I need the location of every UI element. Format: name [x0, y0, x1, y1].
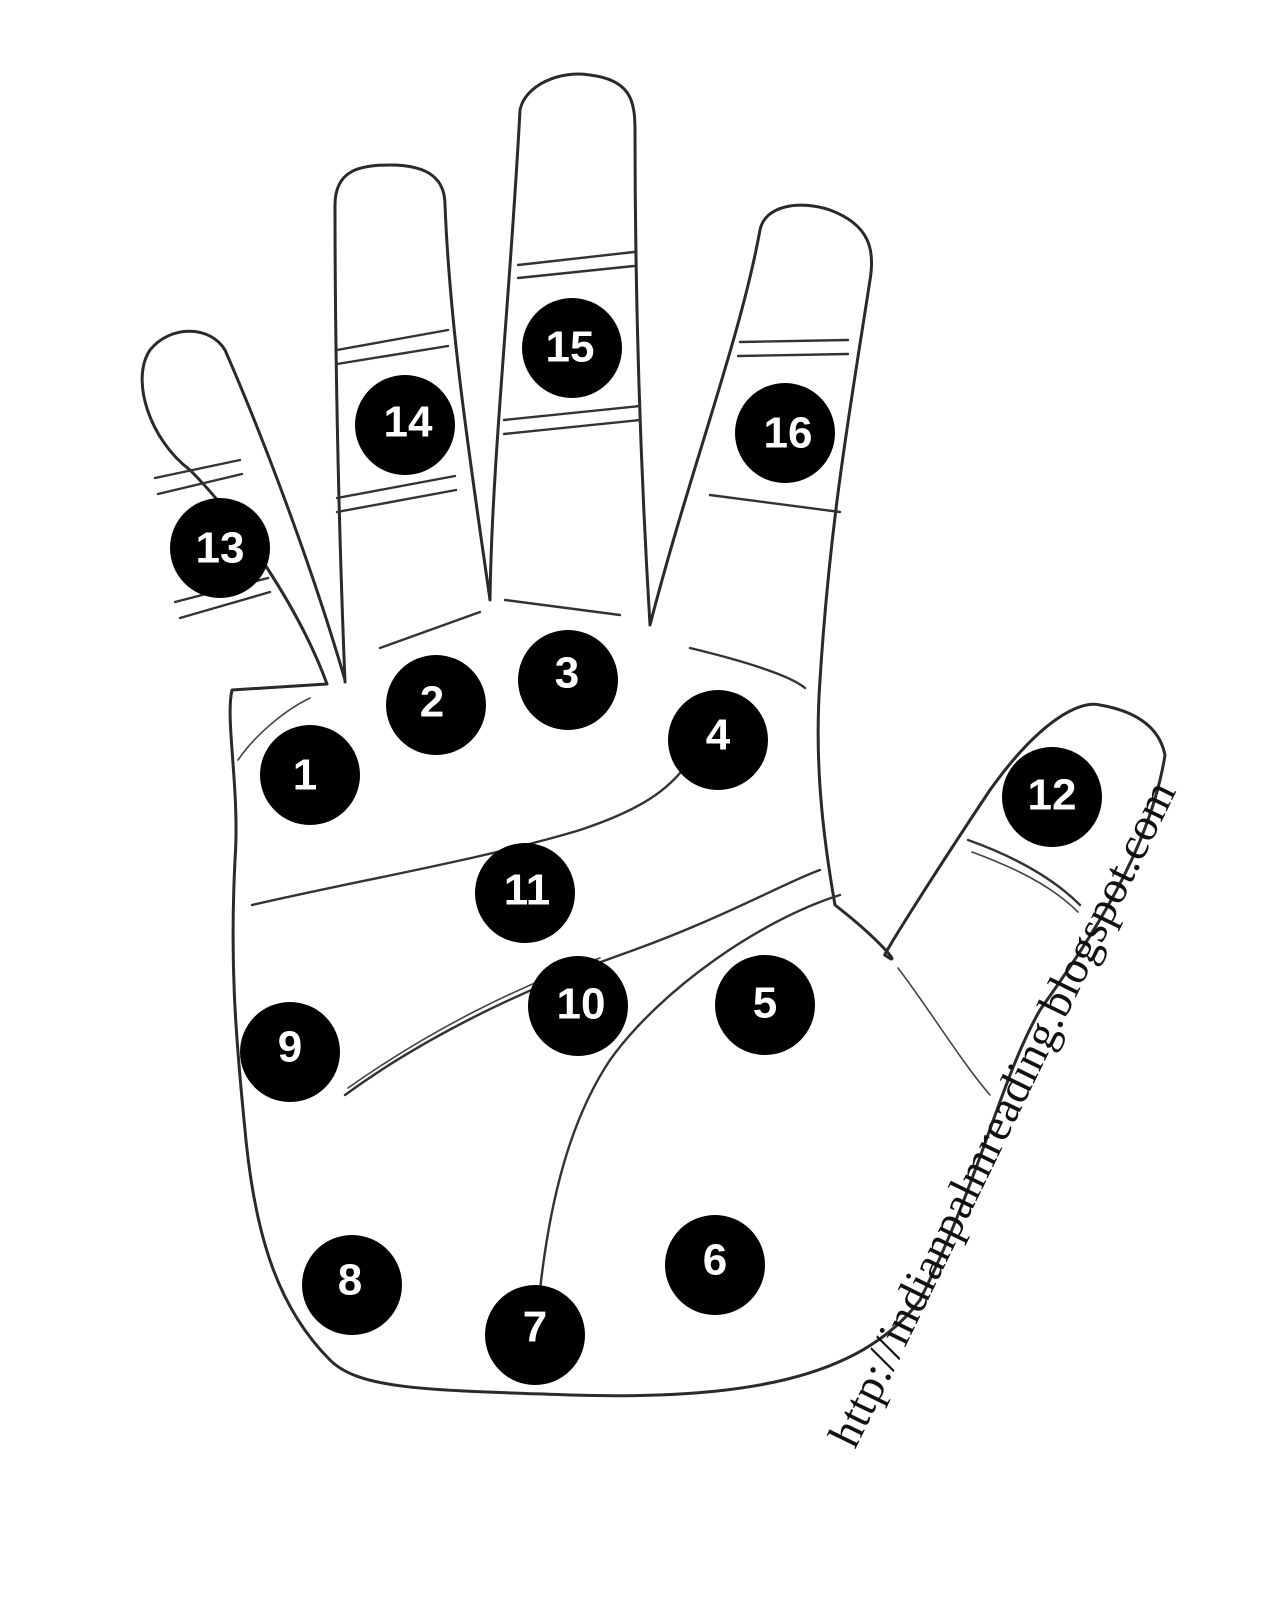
mount-dot-11 — [475, 843, 575, 943]
mount-markers: 1 2 3 4 5 6 7 8 — [170, 298, 1102, 1385]
mount-dot-3 — [518, 630, 618, 730]
thumb-base-line — [897, 967, 991, 1096]
mount-label-2: 2 — [420, 678, 444, 727]
mount-label-5: 5 — [753, 979, 777, 1028]
mount-marker-8: 8 — [302, 1235, 402, 1335]
mount-marker-5: 5 — [715, 955, 815, 1055]
mount-marker-14: 14 — [355, 375, 455, 475]
mount-label-12: 12 — [1028, 771, 1077, 820]
mount-dot-2 — [386, 655, 486, 755]
mount-dot-4 — [668, 690, 768, 790]
mount-dot-14 — [355, 375, 455, 475]
mount-marker-4: 4 — [668, 690, 768, 790]
mount-label-11: 11 — [504, 866, 551, 915]
mount-label-9: 9 — [278, 1023, 302, 1072]
mount-marker-1: 1 — [260, 725, 360, 825]
crease-ring-lower — [335, 474, 457, 500]
mount-label-4: 4 — [706, 711, 731, 760]
crease-index-base — [688, 646, 807, 690]
crease-middle-lower — [502, 404, 642, 422]
mount-label-14: 14 — [384, 398, 433, 447]
crease-thumb-2 — [971, 851, 1079, 913]
crease-thumb — [966, 838, 1082, 907]
crease-index-upper — [738, 338, 850, 344]
crease-ring-upper — [335, 328, 450, 352]
mount-dot-12 — [1002, 747, 1102, 847]
mount-marker-3: 3 — [518, 630, 618, 730]
mount-label-15: 15 — [546, 323, 595, 372]
crease-little-upper-2 — [156, 472, 244, 496]
mount-label-6: 6 — [703, 1236, 727, 1285]
mount-label-1: 1 — [293, 751, 317, 800]
mount-marker-10: 10 — [528, 956, 628, 1056]
crease-middle-upper-2 — [516, 264, 636, 280]
mount-marker-16: 16 — [735, 383, 835, 483]
mount-label-13: 13 — [196, 524, 245, 573]
crease-little-lower-2 — [178, 590, 272, 620]
mount-dot-13 — [170, 498, 270, 598]
mount-label-7: 7 — [523, 1303, 547, 1352]
mount-label-3: 3 — [555, 649, 579, 698]
mount-dot-6 — [665, 1215, 765, 1315]
mount-marker-15: 15 — [522, 298, 622, 398]
heart-line — [250, 758, 692, 907]
crease-ring-base — [378, 610, 482, 650]
crease-middle-base — [503, 598, 622, 617]
mount-marker-6: 6 — [665, 1215, 765, 1315]
mount-label-8: 8 — [338, 1256, 362, 1305]
crease-little-upper — [153, 458, 242, 480]
mount-marker-7: 7 — [485, 1285, 585, 1385]
mount-marker-12: 12 — [1002, 747, 1102, 847]
crease-middle-upper — [516, 250, 636, 267]
mount-marker-13: 13 — [170, 498, 270, 598]
mount-marker-9: 9 — [240, 1002, 340, 1102]
mount-dot-9 — [240, 1002, 340, 1102]
mount-dot-7 — [485, 1285, 585, 1385]
crease-middle-lower-2 — [502, 418, 642, 436]
hand-outline — [140, 72, 1167, 1398]
mount-marker-11: 11 — [475, 843, 575, 943]
mount-dot-15 — [522, 298, 622, 398]
crease-index-upper-2 — [736, 352, 850, 358]
head-line — [343, 868, 822, 1097]
mount-marker-2: 2 — [386, 655, 486, 755]
mount-dot-8 — [302, 1235, 402, 1335]
mount-label-10: 10 — [557, 980, 606, 1029]
crease-index-lower — [708, 493, 842, 514]
mount-dot-5 — [715, 955, 815, 1055]
mount-dot-10 — [528, 956, 628, 1056]
watermark-url: http://indianpalmreading.blogspot.com — [818, 772, 1186, 1454]
mount-dot-1 — [260, 725, 360, 825]
crease-little-base — [237, 697, 311, 761]
crease-ring-upper-2 — [335, 344, 450, 366]
life-line — [538, 893, 842, 1292]
mount-dot-16 — [735, 383, 835, 483]
crease-ring-lower-2 — [335, 488, 458, 514]
mount-label-16: 16 — [764, 409, 813, 458]
